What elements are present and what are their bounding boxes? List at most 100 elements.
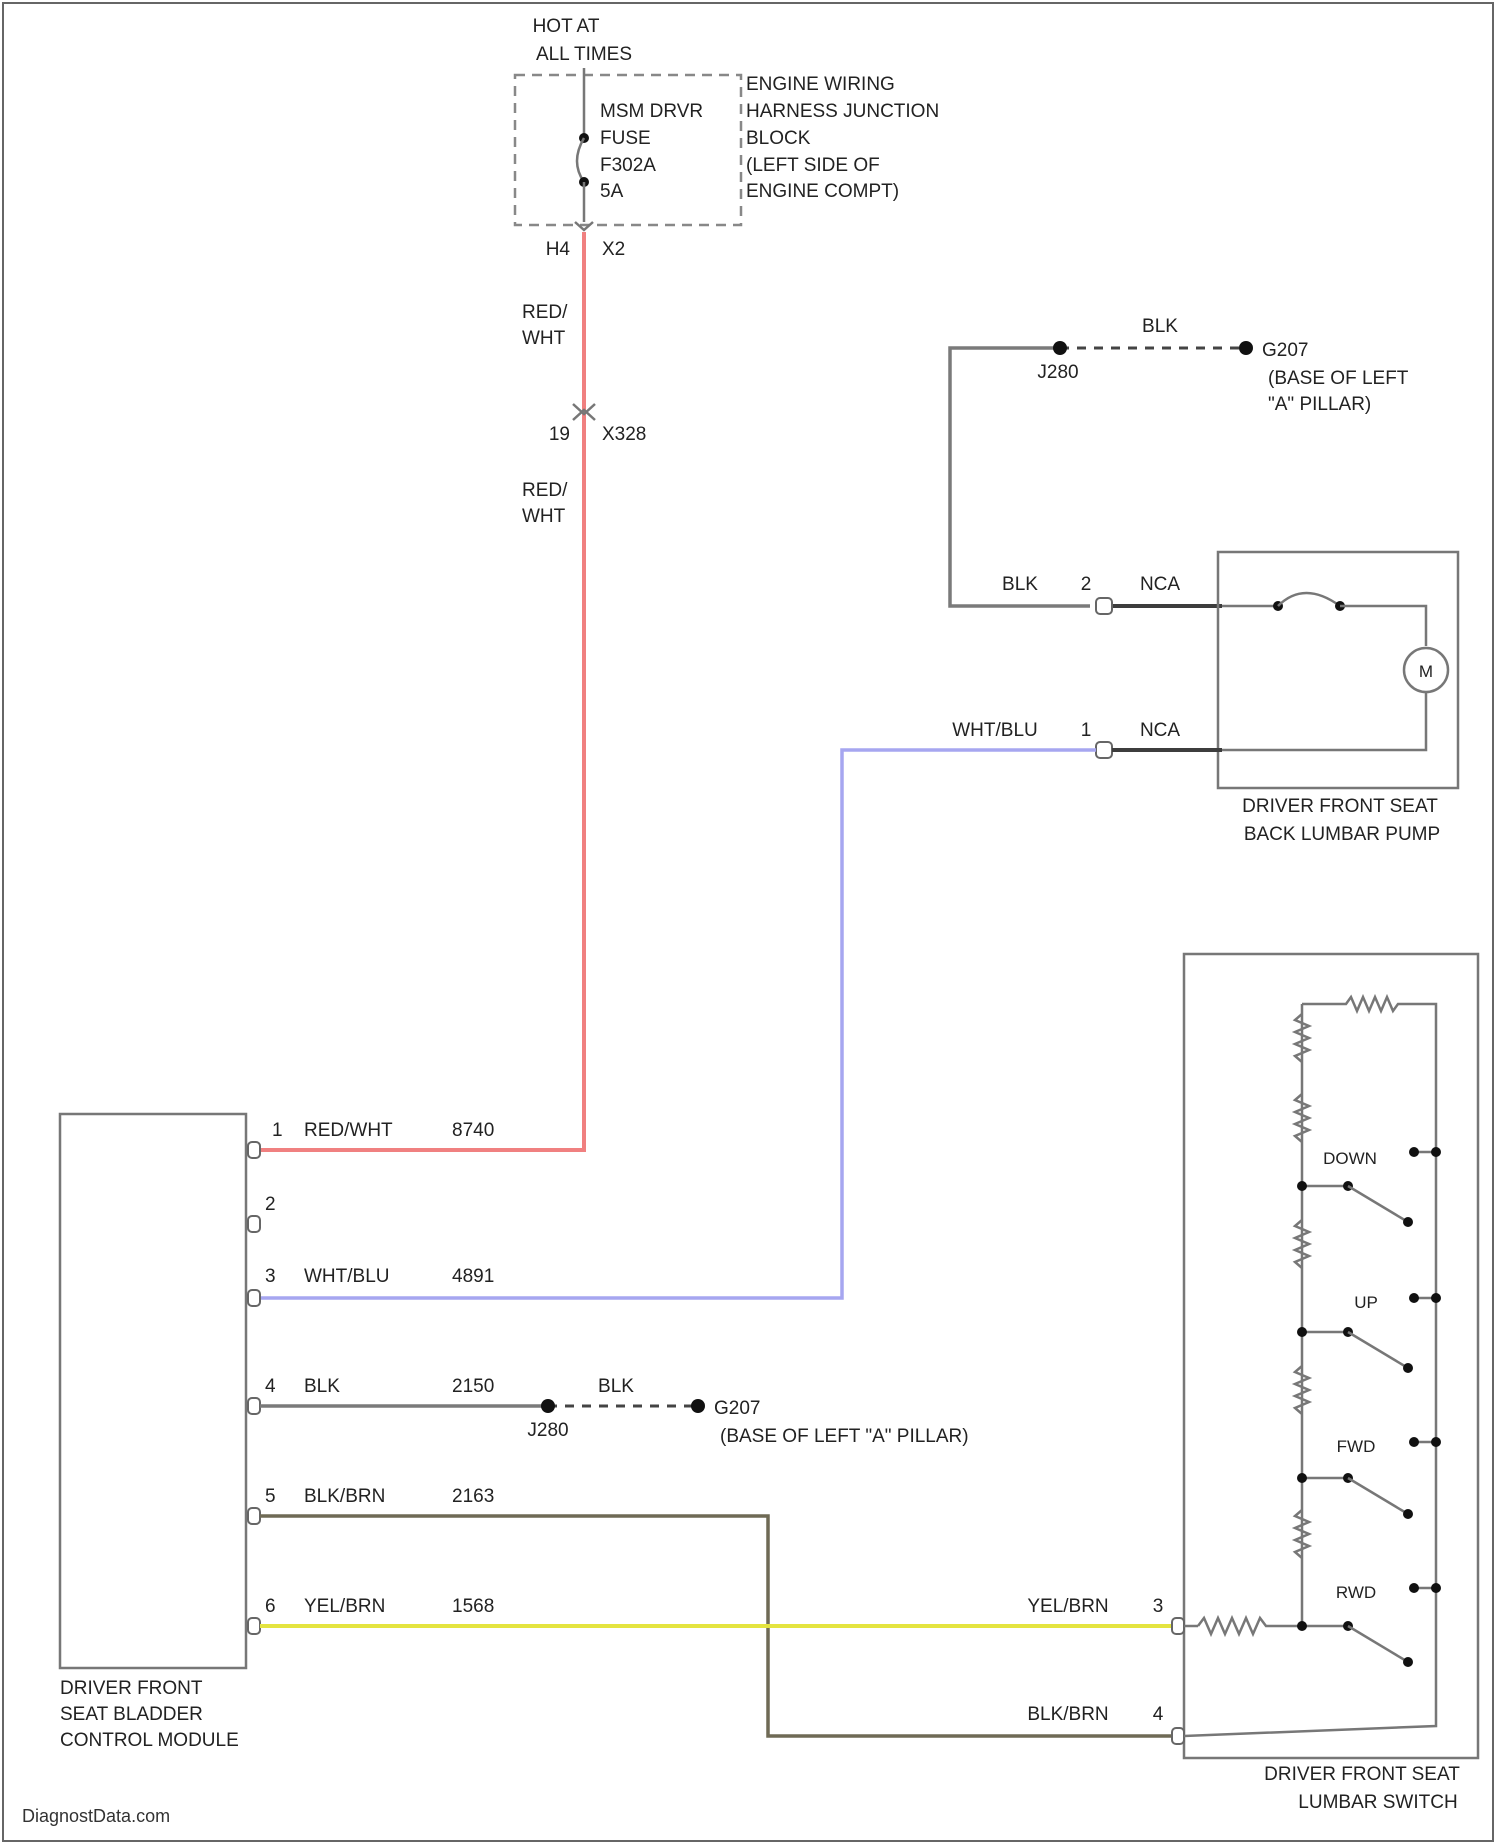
splice-j280-bottom (541, 1399, 555, 1413)
switch-position-down: DOWN (1297, 1147, 1441, 1227)
footer-watermark: DiagnostData.com (22, 1806, 170, 1826)
switch-rwd-label: RWD (1336, 1583, 1376, 1602)
switch-outer-box (1184, 954, 1478, 1758)
pump-internal-3 (1222, 692, 1426, 750)
switch-rwd-contact-2 (1431, 1583, 1441, 1593)
pump-ground-circuit: BLK J280 G207 (BASE OF LEFT "A" PILLAR) (950, 316, 1409, 606)
module-pin-5-number: 5 (265, 1486, 276, 1507)
switch-fwd-contact-1 (1409, 1437, 1419, 1447)
switch-up-contact-1 (1409, 1293, 1419, 1303)
red-wht-label-2b: WHT (522, 506, 566, 527)
fuse-icon (577, 138, 584, 182)
switch-pin-4 (1172, 1728, 1184, 1744)
switch-fwd-pivot (1297, 1473, 1307, 1483)
switch-position-rwd: RWD (1297, 1583, 1441, 1667)
module-name-1: DRIVER FRONT (60, 1678, 203, 1699)
module-name-2: SEAT BLADDER (60, 1704, 203, 1725)
switch-pin3-wire-label: YEL/BRN (1027, 1596, 1108, 1617)
diagram-frame (3, 3, 1493, 1841)
pump-pin2-connector (1096, 598, 1112, 614)
ground-location-top-2: "A" PILLAR) (1268, 394, 1371, 415)
connector-x2-label: X2 (602, 239, 625, 260)
switch-up-contact-2 (1431, 1293, 1441, 1303)
module-box (60, 1114, 246, 1668)
pump-internal-2 (1340, 606, 1426, 646)
switch-fwd-contact-2 (1431, 1437, 1441, 1447)
switch-position-fwd: FWD (1297, 1437, 1441, 1519)
switch-down-contact-2 (1431, 1147, 1441, 1157)
ground-location-top-1: (BASE OF LEFT (1268, 368, 1409, 389)
fuse-label-1: MSM DRVR (600, 101, 703, 122)
switch-rwd-pivot (1297, 1621, 1307, 1631)
module-pin-6-number: 6 (265, 1596, 276, 1617)
red-wht-label-1b: WHT (522, 328, 566, 349)
pump-pin1-connector (1096, 742, 1112, 758)
pump-pin2-label: 2 (1081, 574, 1092, 595)
junction-label-1: ENGINE WIRING (746, 74, 895, 95)
module-pin-4-number: 4 (265, 1376, 276, 1397)
junction-label-4: (LEFT SIDE OF (746, 155, 880, 176)
splice-j280-top (1053, 341, 1067, 355)
module-pin-4 (248, 1398, 260, 1414)
red-wht-circuit: RED/ WHT 19 X328 RED/ WHT (258, 232, 646, 1150)
ground-g207-top (1239, 341, 1253, 355)
splice-j280-top-label: J280 (1037, 362, 1078, 383)
switch-down-label: DOWN (1323, 1149, 1377, 1168)
ground-g207-bottom (691, 1399, 705, 1413)
pump-name-2: BACK LUMBAR PUMP (1244, 824, 1440, 845)
switch-rwd-contact-1 (1409, 1583, 1419, 1593)
module-pin-5-wire: BLK/BRN (304, 1486, 385, 1507)
switch-input-resistor-icon (1198, 1618, 1302, 1634)
back-lumbar-pump: BLK 2 NCA WHT/BLU 1 NCA M DRIVER FRONT S… (952, 552, 1458, 845)
switch-rwd-blade (1348, 1626, 1408, 1662)
ground-g207-top-label: G207 (1262, 340, 1308, 361)
switch-pin4-wire-label: BLK/BRN (1027, 1704, 1108, 1725)
module-pin-1 (248, 1142, 260, 1158)
module-pin-5 (248, 1508, 260, 1524)
ground-g207-bottom-label: G207 (714, 1398, 760, 1419)
module-pin-3-number: 3 (265, 1266, 276, 1287)
module-pin-1-number: 1 (272, 1120, 283, 1141)
pin-h4-label: H4 (546, 239, 571, 260)
module-pin-1-circuit: 8740 (452, 1120, 494, 1141)
module-name-3: CONTROL MODULE (60, 1730, 239, 1751)
red-wht-label-1a: RED/ (522, 302, 568, 323)
seat-bladder-control-module: DRIVER FRONT SEAT BLADDER CONTROL MODULE… (60, 1114, 494, 1751)
switch-down-contact-1 (1409, 1147, 1419, 1157)
switch-pin4-label: 4 (1153, 1704, 1164, 1725)
module-pin-3-circuit: 4891 (452, 1266, 494, 1287)
engine-junction-block: HOT AT ALL TIMES MSM DRVR FUSE F302A 5A … (515, 16, 939, 260)
pump-pin1-wire-label: WHT/BLU (952, 720, 1038, 741)
bottom-ground-wire-label: BLK (598, 1376, 634, 1397)
module-pin-6 (248, 1618, 260, 1634)
switch-down-blade-tip (1403, 1217, 1413, 1227)
connector-x328-label: X328 (602, 424, 646, 445)
switch-rwd-blade-tip (1403, 1657, 1413, 1667)
module-pin-2 (248, 1216, 260, 1232)
junction-label-5: ENGINE COMPT) (746, 181, 899, 202)
red-wht-label-2a: RED/ (522, 480, 568, 501)
module-pin-4-circuit: 2150 (452, 1376, 494, 1397)
switch-fwd-blade (1348, 1478, 1408, 1514)
switch-down-pivot (1297, 1181, 1307, 1191)
fuse-label-2: FUSE (600, 128, 651, 149)
splice-j280-bottom-label: J280 (527, 1420, 568, 1441)
module-pin-3 (248, 1290, 260, 1306)
module-pin-2-number: 2 (265, 1194, 276, 1215)
fuse-label-3: F302A (600, 155, 656, 176)
switch-up-label: UP (1354, 1293, 1378, 1312)
junction-label-3: BLOCK (746, 128, 811, 149)
pump-pin1-circuit: NCA (1140, 720, 1180, 741)
switch-fwd-label: FWD (1337, 1437, 1376, 1456)
module-pin-3-wire: WHT/BLU (304, 1266, 390, 1287)
lumbar-switch: YEL/BRN 3 BLK/BRN 4 DOWN UP (1027, 954, 1478, 1813)
ground-location-bottom: (BASE OF LEFT "A" PILLAR) (720, 1426, 969, 1447)
pump-pin1-label: 1 (1081, 720, 1092, 741)
junction-label-2: HARNESS JUNCTION (746, 101, 939, 122)
switch-name-2: LUMBAR SWITCH (1298, 1792, 1457, 1813)
junction-block-dashed-box (515, 75, 741, 225)
switch-name-1: DRIVER FRONT SEAT (1264, 1764, 1460, 1785)
switch-pin-3 (1172, 1618, 1184, 1634)
switch-up-blade-tip (1403, 1363, 1413, 1373)
